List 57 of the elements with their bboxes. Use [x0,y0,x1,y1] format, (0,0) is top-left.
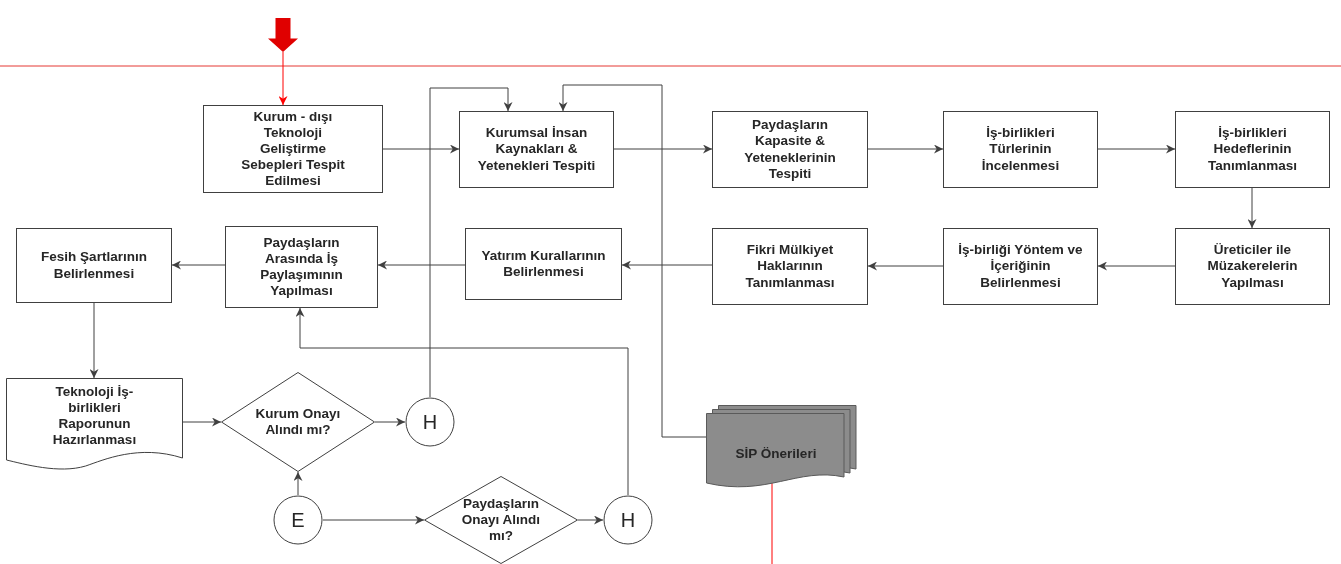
arrow [1097,261,1176,271]
process-box [1175,111,1330,188]
node-label: Fikri Mülkiyet Haklarının Tanımlanması [744,242,836,291]
arrow [293,471,303,496]
document-shape [6,378,183,470]
process-box [16,228,172,303]
node-label: Yatırım Kurallarının Belirlenmesi [480,247,607,281]
process-box [225,226,378,308]
block-arrow [268,18,298,52]
node-label: H [620,508,636,532]
node-label: Kurum Onayı Alındı mı? [254,405,342,439]
arrow [89,302,99,379]
arrow [377,260,466,270]
arrow [577,515,604,525]
node-label: Paydaşların Arasında İş Paylaşımının Yapılması [259,234,344,300]
process-box [712,111,868,188]
node-label: İş-birlikleri Türlerinin İncelenmesi [980,125,1061,174]
arrow [429,87,513,398]
decision-diamond [424,476,578,564]
node-label: Paydaşların Onayı Alındı mı? [460,495,542,545]
arrow [322,515,425,525]
node-label: İş-birlikleri Hedeflerinin Tanımlanması [1207,125,1298,174]
arrow [382,144,460,154]
node-label: Paydaşların Kapasite & Yeteneklerinin Tespiti [743,117,837,182]
arrow [621,260,713,270]
process-box [465,228,622,300]
arrow [867,261,944,271]
arrow [1097,144,1176,154]
node-label: İş-birliği Yöntem ve İçeriğinin Belirlenmesi [957,242,1084,291]
arrow [374,417,406,427]
arrow [613,144,713,154]
node-label: H [422,410,438,434]
node-label: Kurumsal İnsan Kaynakları & Yetenekleri Tespiti [476,125,597,174]
arrow [171,260,226,270]
node-label: SİP Önerileri [735,445,817,463]
node-label: Üreticiler ile Müzakerelerin Yapılması [1206,242,1299,291]
node-label: E [291,508,305,532]
process-box [203,105,383,193]
process-box [712,228,868,305]
arrow [182,417,222,427]
arrow [1247,187,1257,229]
connector-circle [603,495,653,545]
connector-line [771,482,773,564]
connector-circle [273,495,323,545]
arrow [558,84,707,438]
arrow [278,51,288,106]
connector-circle [405,397,455,447]
process-box [943,228,1098,305]
node-label: Kurum - dışı Teknoloji Geliştirme Sebepleri Tespit Edilmesi [240,108,346,190]
node-label: Teknoloji İş-birlikleri Raporunun Hazırlanması [51,383,138,449]
arrow [867,144,944,154]
node-label: Fesih Şartlarının Belirlenmesi [40,249,148,282]
arrow [295,307,629,496]
process-box [943,111,1098,188]
process-box [1175,228,1330,305]
decision-diamond [221,372,375,472]
process-box [459,111,614,188]
